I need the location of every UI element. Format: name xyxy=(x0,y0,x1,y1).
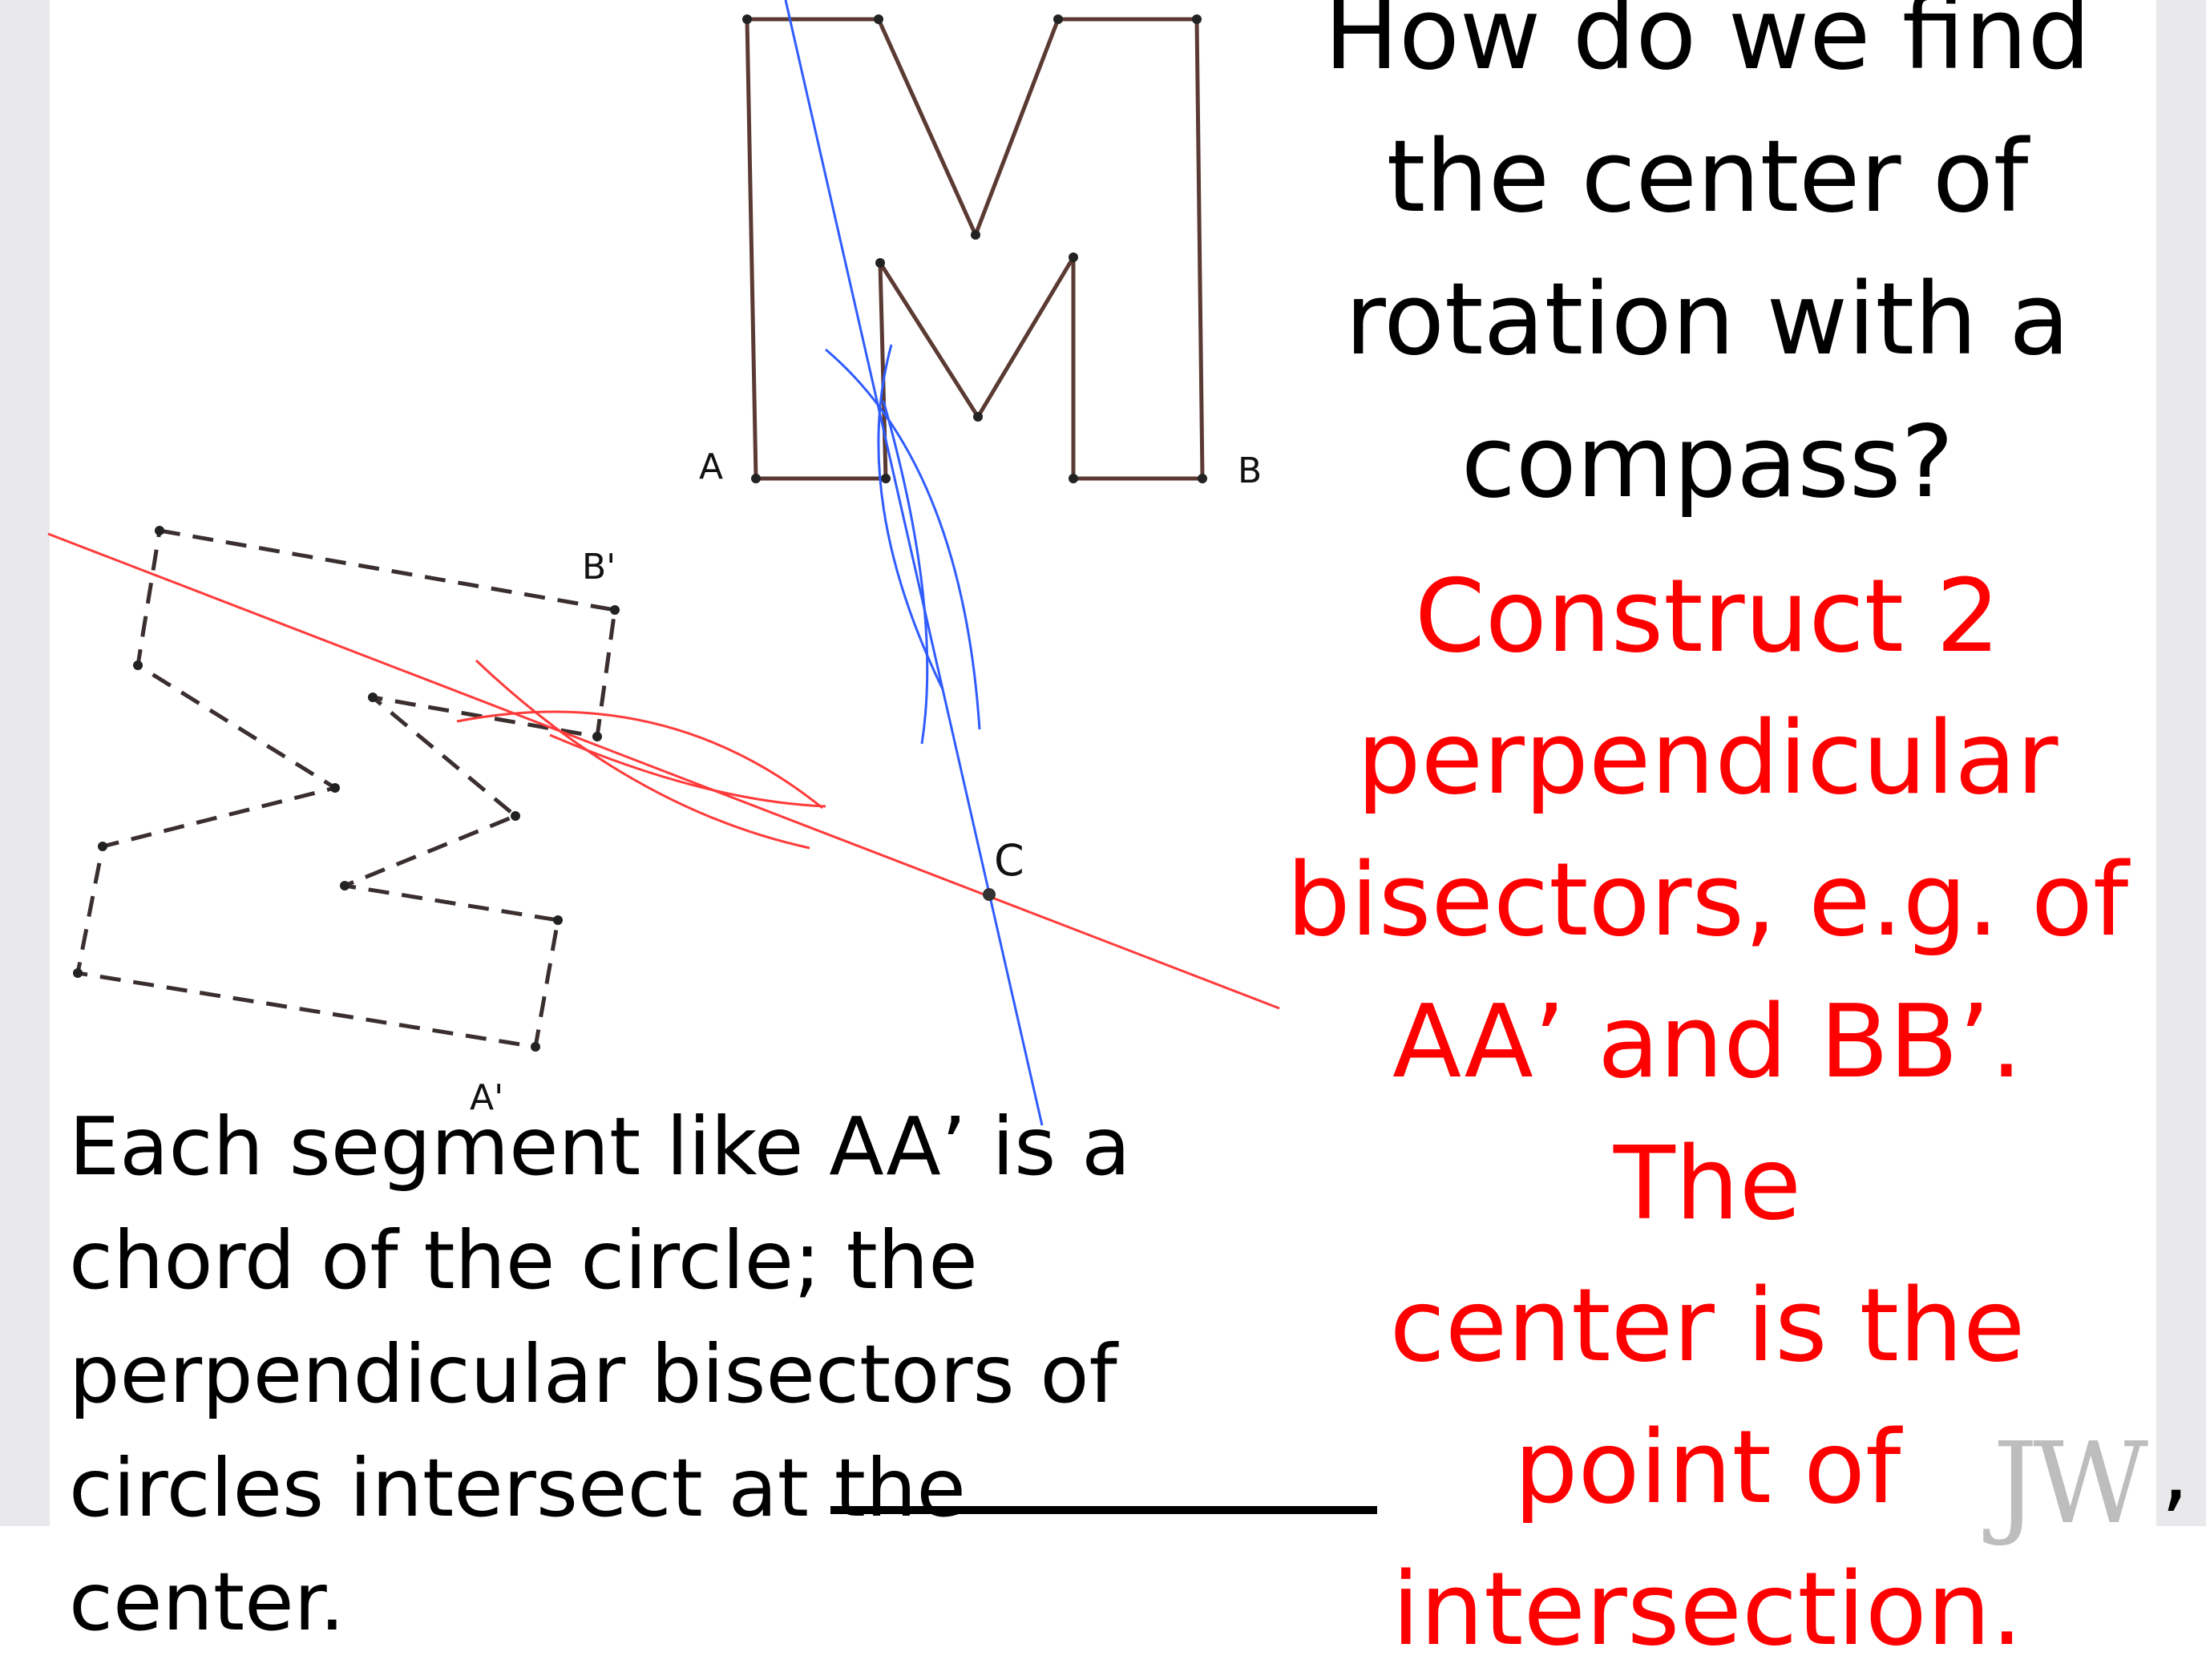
image-m-vertices xyxy=(73,526,620,1052)
bisector-aa-line xyxy=(47,532,1280,1010)
explanation-line: perpendicular bisectors of xyxy=(69,1327,1117,1421)
compass-arc-blue-1 xyxy=(825,348,981,730)
instruction-line: center is the xyxy=(1389,1266,2026,1384)
trailing-mark: , xyxy=(2161,1419,2189,1521)
instruction-line: perpendicular xyxy=(1356,699,2059,817)
label-b: B xyxy=(1238,450,1262,491)
center-point-c xyxy=(983,888,996,901)
bisector-bb-line xyxy=(784,0,1044,1126)
compass-arc-red-3 xyxy=(549,733,826,808)
underline-strokes xyxy=(830,1506,1377,1514)
instruction-line: bisectors, e.g. of xyxy=(1286,841,2129,959)
instruction-line: AA’ and BB’. The xyxy=(1392,983,2023,1242)
title-line: How do we find xyxy=(1323,0,2091,92)
compass-arc-blue-3 xyxy=(882,400,929,745)
explanation-line: chord of the circle; the xyxy=(69,1214,978,1307)
label-a: A xyxy=(699,446,723,487)
explanation-line: Each segment like AA’ is a xyxy=(69,1100,1131,1193)
title-line: the center of xyxy=(1386,119,2029,235)
instruction-line: point of xyxy=(1513,1408,1901,1526)
label-c: C xyxy=(994,835,1024,886)
watermark-logo: JW xyxy=(1993,1419,2148,1549)
slide-title: How do we find the center of rotation wi… xyxy=(1291,0,2124,534)
label-a-prime: A' xyxy=(470,1077,503,1118)
original-m-vertices xyxy=(742,14,1207,483)
instruction-line: Construct 2 xyxy=(1414,557,2001,675)
compass-arc-red-2 xyxy=(456,710,823,810)
left-margin-strip xyxy=(0,0,50,1526)
label-b-prime: B' xyxy=(582,547,616,588)
title-line: compass? xyxy=(1461,405,1954,520)
slide-canvas xyxy=(50,0,2156,1526)
compass-arc-red-1 xyxy=(475,659,810,850)
instruction-line: intersection. xyxy=(1392,1550,2023,1668)
right-margin-strip xyxy=(2156,0,2206,1526)
rotation-diagram: A B B' A' C xyxy=(47,0,1280,1126)
compass-arc-blue-2 xyxy=(877,344,944,690)
title-line: rotation with a xyxy=(1344,262,2071,378)
